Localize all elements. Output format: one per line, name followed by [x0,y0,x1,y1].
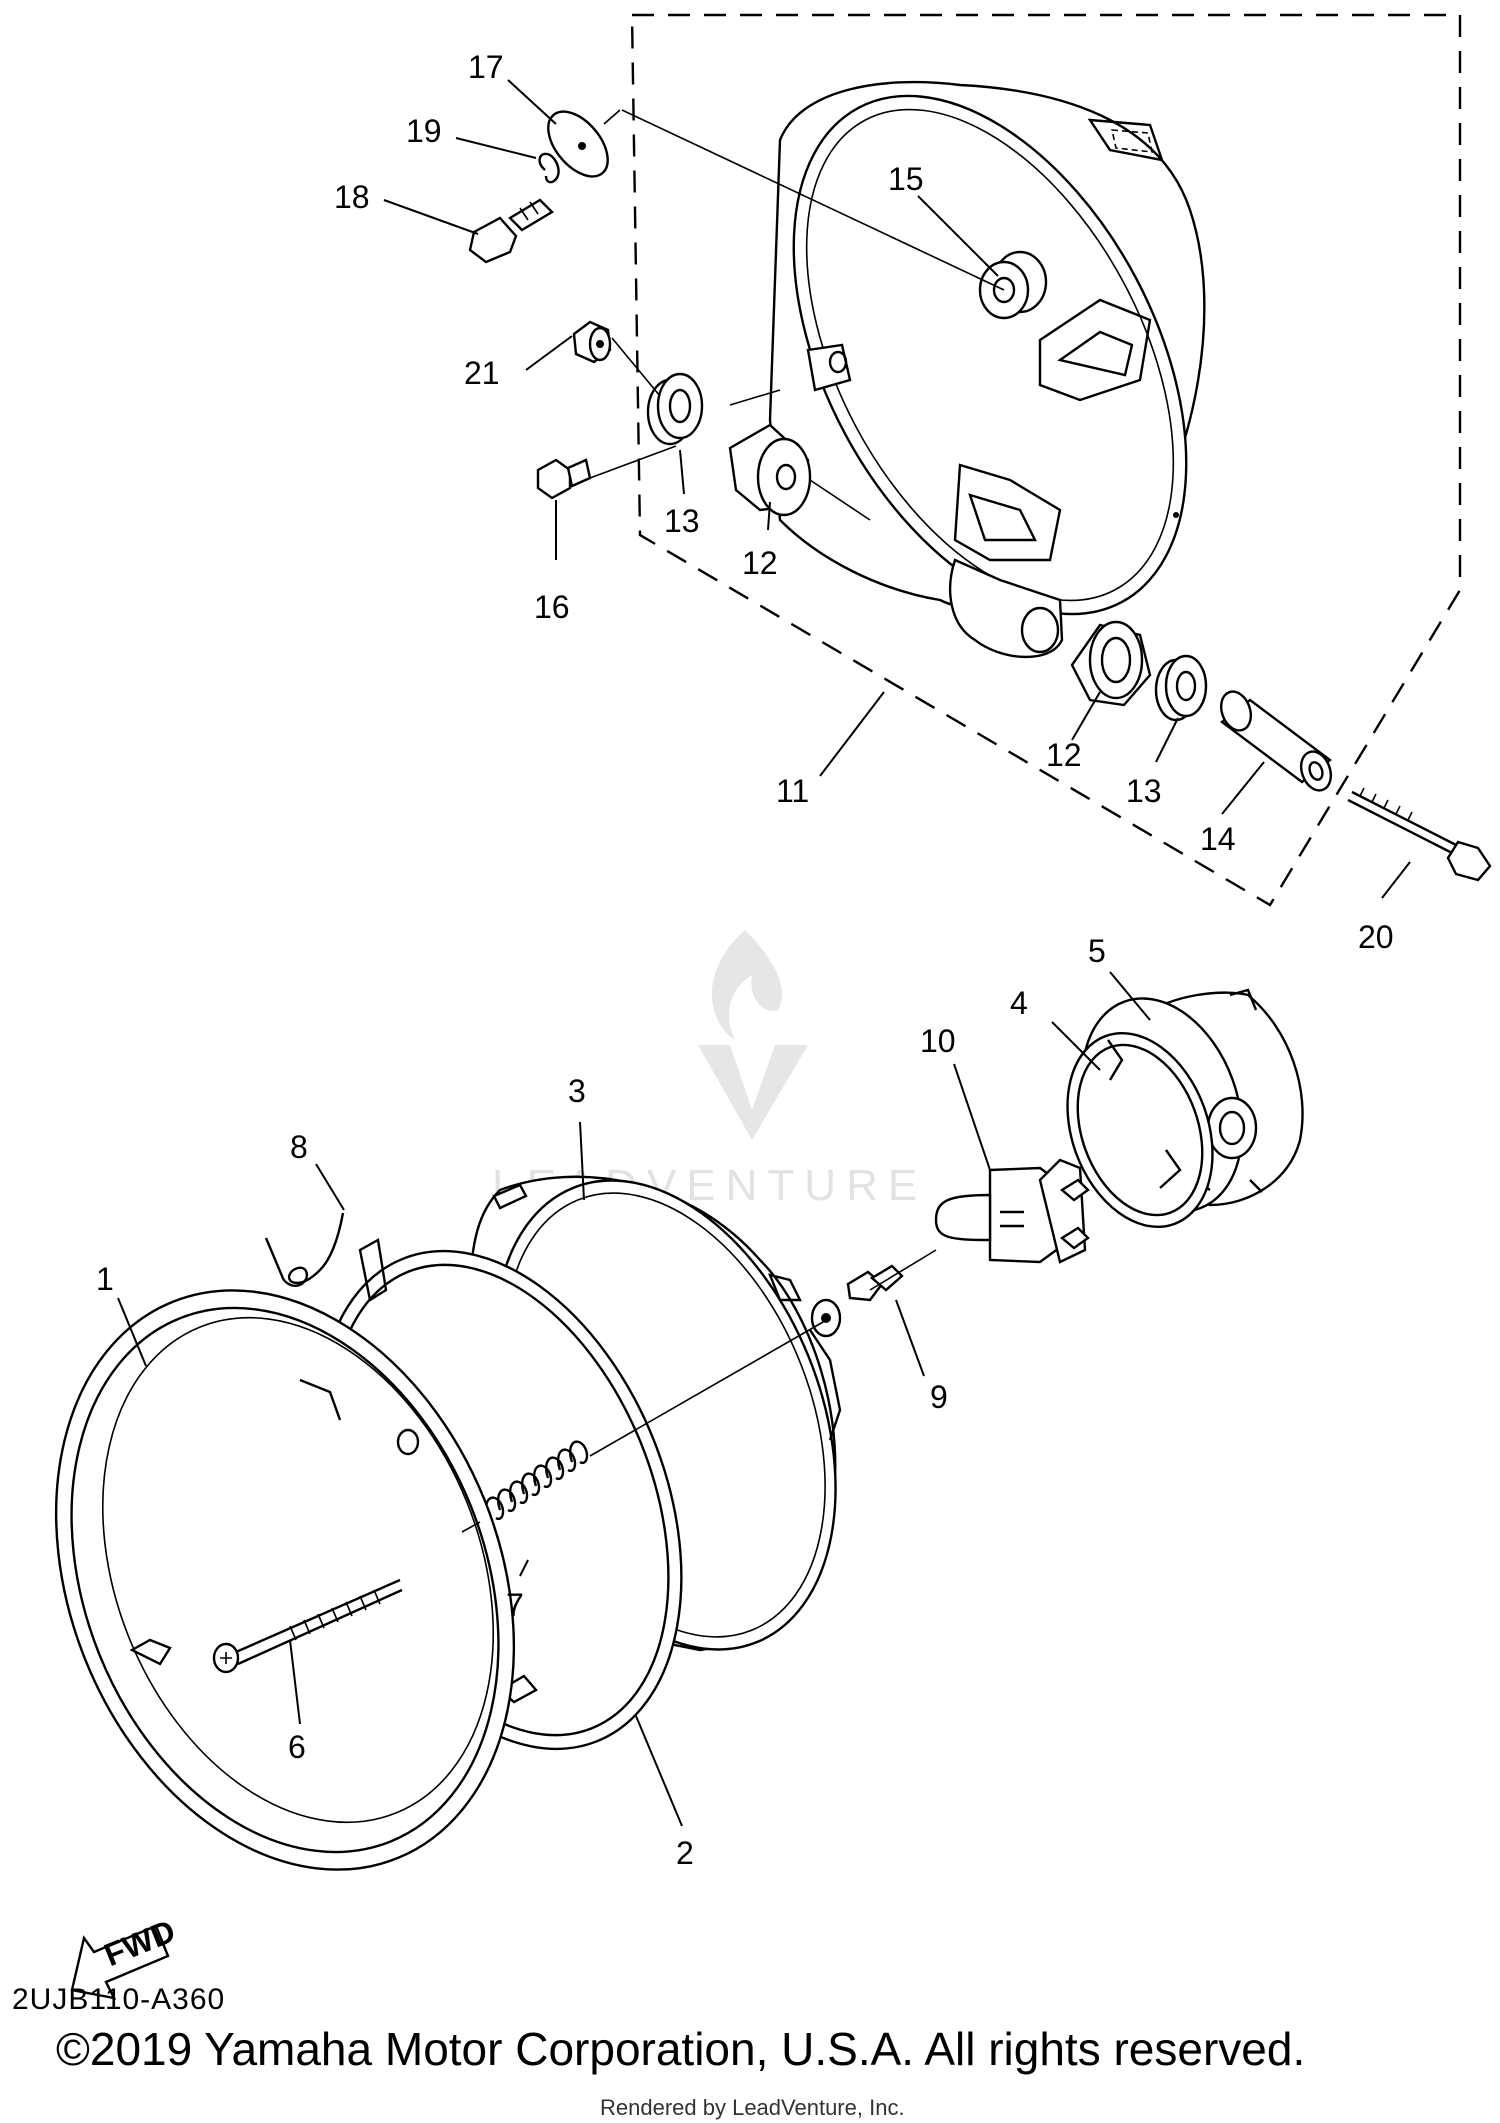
leader-lines [117,79,1411,1827]
callout-9: 9 [930,1379,948,1415]
callout-16: 16 [534,589,570,625]
callout-5: 5 [1088,933,1106,969]
retaining-spring-8 [264,1212,345,1287]
assembly-11-boundary [630,13,1462,907]
damper-12-upper [728,423,812,517]
collar-13-lower [1154,654,1208,722]
washer-17 [547,110,609,178]
headlight-bulb [934,1158,1090,1264]
callout-3: 3 [568,1073,586,1109]
callout-4: 4 [1010,985,1028,1021]
rendered-by-notice: Rendered by LeadVenture, Inc. [600,2095,905,2120]
centerline-21-13 [611,337,661,397]
callout-12-lower: 12 [1046,737,1082,773]
damper-12-lower [1070,620,1152,707]
adjuster-bracket [810,1298,842,1338]
leadventure-watermark-logo: LEADVENTURE [492,930,917,1210]
callout-8: 8 [290,1129,308,1165]
collar-13-upper [646,372,704,446]
callout-14: 14 [1200,821,1236,857]
spacer-14 [1219,690,1333,792]
copyright-notice: ©2019 Yamaha Motor Corporation, U.S.A. A… [56,2023,1306,2075]
callout-18: 18 [334,179,370,215]
circlip-19 [538,152,560,184]
bolt-20 [1347,787,1492,882]
callout-13-lower: 13 [1126,773,1162,809]
headlight-housing [768,80,1206,659]
callout-labels: 17 19 18 15 21 13 12 16 11 12 13 14 20 5… [96,49,1394,1871]
callout-19: 19 [406,113,442,149]
callout-20: 20 [1358,919,1394,955]
callout-11: 11 [776,773,809,809]
callout-21: 21 [464,355,500,391]
centerline-adjuster [461,1249,937,1533]
callout-13-upper: 13 [664,503,700,539]
bolt-18 [468,198,554,264]
headlight-outer-rim [54,1289,516,1871]
callout-6: 6 [288,1729,306,1765]
adjusting-spring-7 [474,1440,589,1529]
nut-21 [572,320,612,364]
diagram-code: 2UJB110-A360 [12,1983,226,2016]
callout-2: 2 [676,1835,694,1871]
centerline-17-15 [603,109,1005,291]
callout-7: 7 [506,1587,524,1623]
centerline-12 [729,389,871,521]
adjuster-nut-9 [846,1264,904,1302]
adjusting-screw-6 [212,1578,403,1674]
bulb-holder [1066,1031,1214,1229]
callout-15: 15 [888,161,924,197]
callout-17: 17 [468,49,504,85]
centerline-16-13 [589,445,677,479]
bolt-16 [536,458,592,500]
callout-10: 10 [920,1023,956,1059]
callout-12-upper: 12 [742,545,778,581]
callout-1: 1 [96,1261,114,1297]
